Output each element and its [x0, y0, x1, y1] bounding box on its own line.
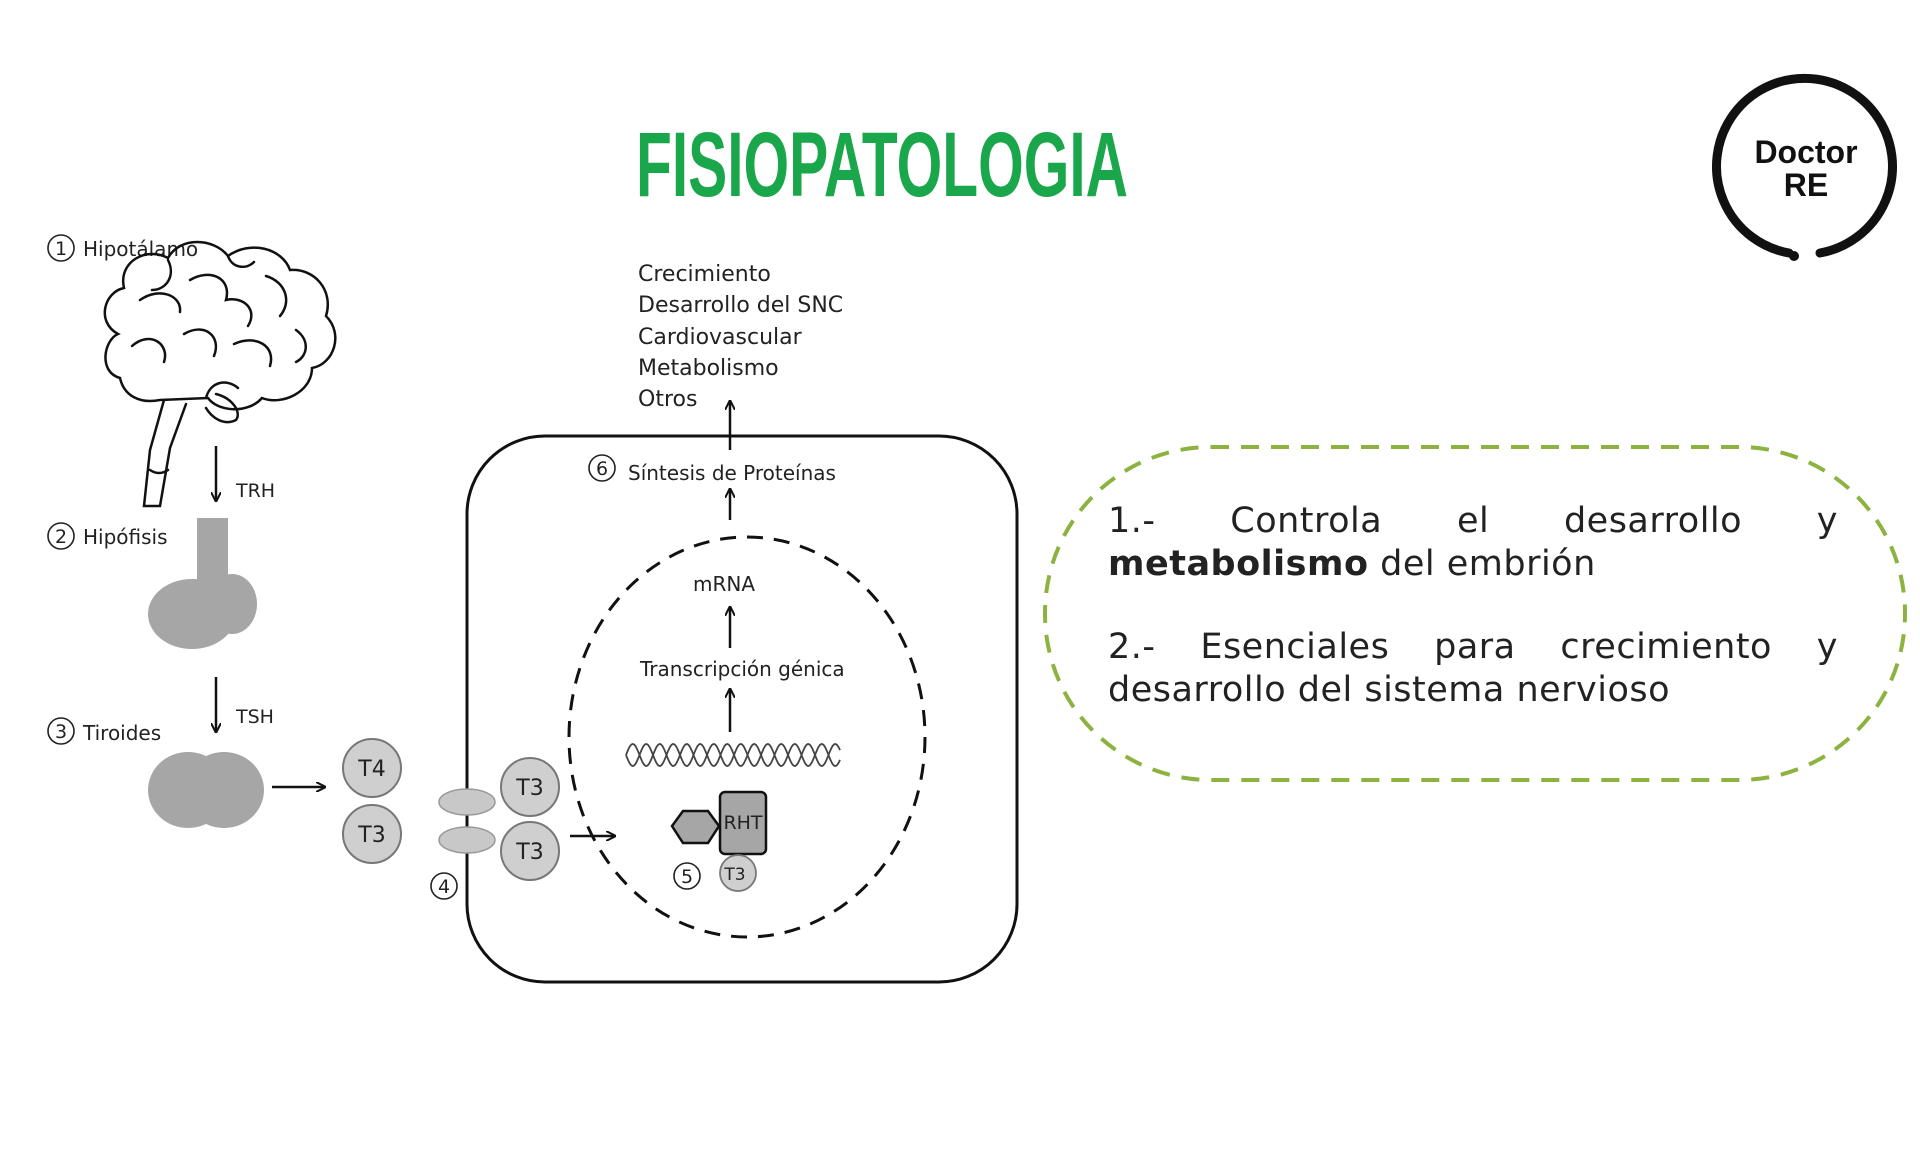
circulating-t3: T3 — [342, 804, 402, 864]
step-tiroides: 3 Tiroides — [47, 717, 161, 745]
thyroid-shape — [148, 752, 264, 828]
step-number-circle — [47, 717, 75, 745]
cell-membrane — [465, 434, 1019, 984]
label-mrna: mRNA — [693, 572, 755, 596]
page-title: FISIOPATOLOGIA — [636, 114, 1128, 216]
note-1: 1.- Controla el desarrollo y metabolismo… — [1108, 501, 1838, 584]
svg-text:4: 4 — [438, 876, 450, 898]
brain-icon — [103, 240, 337, 508]
svg-text:T3: T3 — [723, 865, 745, 885]
svg-text:5: 5 — [681, 866, 693, 888]
effect-item: Cardiovascular — [638, 325, 803, 350]
effect-item: Crecimiento — [638, 262, 771, 287]
label-trh: TRH — [235, 480, 275, 502]
effect-item: Otros — [638, 387, 697, 412]
bound-t3: T3 — [719, 854, 757, 892]
step-label-sintesis: Síntesis de Proteínas — [628, 461, 836, 485]
membrane-transporter — [438, 788, 496, 854]
nucleus — [567, 535, 927, 939]
svg-text:T4: T4 — [357, 757, 385, 782]
effect-item: Desarrollo del SNC — [638, 293, 843, 318]
step-label-tiroides: Tiroides — [82, 721, 161, 745]
svg-text:T3: T3 — [515, 840, 543, 865]
coactivator-hexagon — [670, 809, 721, 845]
logo-ring — [1712, 73, 1897, 258]
hipofisis-shape — [148, 518, 257, 649]
doctor-re-logo: Doctor RE — [1712, 73, 1897, 261]
label-tsh: TSH — [235, 706, 274, 728]
svg-text:T3: T3 — [357, 823, 385, 848]
step-number-circle — [47, 234, 75, 262]
step-hipofisis: 2 Hipófisis — [47, 522, 168, 550]
svg-text:RHT: RHT — [723, 812, 762, 834]
intracellular-t3-top: T3 — [500, 757, 560, 817]
effect-item: Metabolismo — [638, 356, 779, 381]
note-1-bold: metabolismo — [1108, 544, 1369, 584]
receptor-rht: RHT — [718, 790, 768, 856]
step-label-hipofisis: Hipófisis — [83, 525, 168, 549]
notes-text: 1.- Controla el desarrollo y metabolismo… — [1108, 500, 1838, 752]
logo-dot — [1789, 251, 1799, 261]
step-number: 3 — [55, 721, 67, 743]
step-sintesis-proteinas: 6 Síntesis de Proteínas — [588, 454, 836, 485]
logo-text-doctor: Doctor — [1754, 134, 1857, 170]
step-5-marker: 5 — [673, 862, 701, 890]
step-number: 2 — [55, 526, 67, 548]
effects-list: Crecimiento Desarrollo del SNC Cardiovas… — [638, 262, 843, 412]
svg-text:T3: T3 — [515, 776, 543, 801]
circulating-t4: T4 — [342, 738, 402, 798]
step-number: 1 — [55, 238, 67, 260]
notes-dashed-callout — [1043, 445, 1907, 782]
intracellular-t3-bottom: T3 — [500, 821, 560, 881]
logo-text-re: RE — [1784, 167, 1828, 203]
dna-helix-icon — [625, 743, 841, 767]
label-transcripcion: Transcripción génica — [639, 657, 845, 681]
step-number-circle — [588, 454, 616, 482]
step-number-circle — [47, 522, 75, 550]
step-number: 6 — [596, 458, 608, 480]
note-2: 2.- Esenciales para crecimiento y desarr… — [1108, 627, 1838, 710]
step-4-marker: 4 — [430, 872, 458, 900]
